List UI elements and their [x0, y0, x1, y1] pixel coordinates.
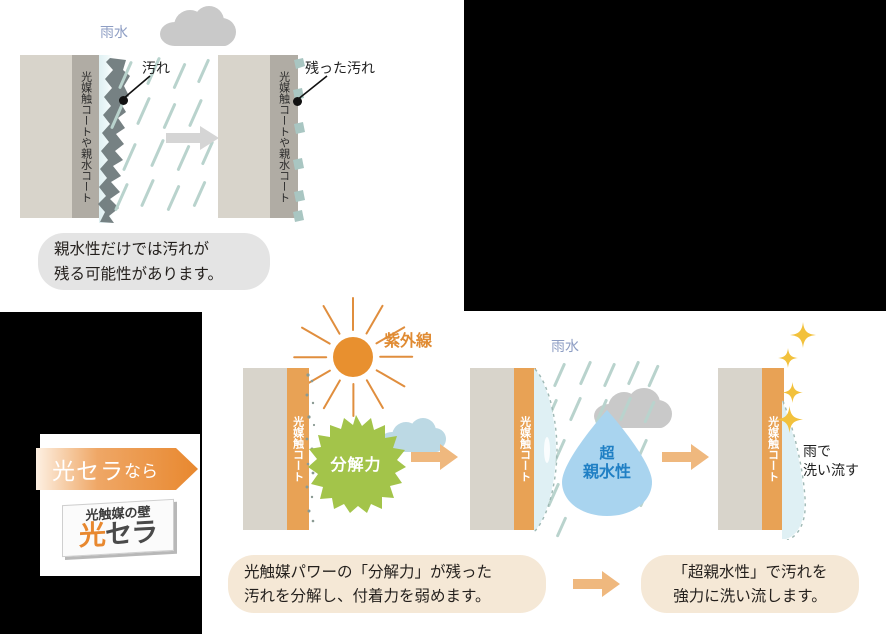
dirt-callout-label: 汚れ [142, 61, 170, 77]
wall-base [218, 55, 270, 218]
wall-coating-layer: 光媒触コート [514, 368, 536, 530]
process-arrow-top [166, 126, 219, 150]
water-film-step2 [534, 368, 558, 532]
wall-left-top: 光媒触コートや親水コート [20, 55, 100, 218]
dirt-callout-leader [122, 75, 151, 100]
process-arrow-2 [662, 444, 709, 470]
wash-away-label: 雨で 洗い流す [803, 443, 859, 481]
starburst-icon [308, 415, 406, 513]
uv-label: 紫外線 [384, 331, 433, 350]
wash-away-line-1: 雨で [803, 444, 831, 460]
caption-arrow [573, 571, 620, 597]
droplet-label-line-1: 超 [599, 444, 615, 463]
remaining-dirt-callout-leader [296, 75, 328, 101]
wall-step2: 光媒触コート [470, 368, 536, 530]
dirt-callout-dot [119, 96, 128, 105]
process-arrow-1 [411, 444, 458, 470]
brand-plate-main-orange: 光 [79, 519, 105, 553]
wall-coating-layer: 光媒触コートや親水コート [270, 55, 298, 218]
wall-coating-label: 光媒触コートや親水コート [79, 70, 93, 203]
brand-plate-main-gray: セラ [105, 516, 157, 551]
banner-main-text: 光セラ [52, 459, 124, 485]
wall-coating-layer: 光媒触コート [762, 368, 784, 530]
rain-label-top: 雨水 [100, 25, 128, 41]
wall-coating-label: 光媒触コート [518, 416, 532, 482]
wall-step3: 光媒触コート [718, 368, 784, 530]
caption-line-1: 親水性だけでは汚れが [54, 240, 210, 259]
caption-line-2: 強力に洗い流します。 [673, 587, 827, 605]
wall-step1: 光媒触コート [243, 368, 309, 530]
wall-base [470, 368, 514, 530]
wall-right-top: 光媒触コートや親水コート [218, 55, 298, 218]
brand-logo-card: 光セラ なら 光触媒の壁 光セラ [40, 434, 200, 576]
caption-line-1: 光触媒パワーの「分解力」が残った [244, 562, 493, 581]
rain-label-bottom: 雨水 [551, 339, 579, 355]
black-mask-top-right [464, 0, 886, 311]
wall-coating-label: 光媒触コート [766, 416, 780, 482]
residual-dirt-right [293, 58, 305, 222]
wall-coating-layer: 光媒触コート [287, 368, 309, 530]
caption-line-2: 残る可能性があります。 [54, 264, 223, 283]
droplet-icon [562, 410, 652, 516]
brand-plate-main-text: 光セラ [67, 516, 169, 553]
decomposition-power-badge: 分解力 [306, 413, 406, 513]
wall-coating-label: 光媒触コートや親水コート [277, 70, 291, 203]
caption-line-1: 「超親水性」で汚れを [672, 562, 828, 581]
caption-line-2: 汚れを分解し、付着力を弱めます。 [244, 587, 491, 605]
wall-coating-layer: 光媒触コートや親水コート [72, 55, 100, 218]
hydrophilic-only-caption: 親水性だけでは汚れが 残る可能性があります。 [38, 233, 270, 290]
remaining-dirt-callout-label: 残った汚れ [305, 61, 375, 77]
remaining-dirt-callout-dot [293, 97, 302, 106]
wall-base [20, 55, 72, 218]
decomposition-caption: 光触媒パワーの「分解力」が残った 汚れを分解し、付着力を弱めます。 [228, 555, 546, 613]
droplet-label-line-2: 親水性 [582, 462, 631, 482]
wall-base [718, 368, 762, 530]
banner-suffix-text: なら [124, 461, 158, 482]
sparkle-icon [782, 382, 803, 403]
sparkle-icon [778, 348, 798, 368]
kousera-banner: 光セラ なら [36, 448, 198, 490]
wall-base [243, 368, 287, 530]
sparkle-icon [790, 322, 816, 348]
wash-away-line-2: 洗い流す [803, 462, 859, 479]
hydrophilic-caption: 「超親水性」で汚れを 強力に洗い流します。 [641, 555, 859, 613]
droplet-label: 超 親水性 [558, 408, 656, 518]
super-hydrophilic-droplet: 超 親水性 [558, 408, 656, 518]
rain-cloud-top [160, 6, 236, 46]
brand-plate: 光触媒の壁 光セラ [62, 498, 174, 558]
sparkle-icon [776, 406, 803, 433]
sun-icon [333, 337, 373, 377]
dirt-specks-step1 [305, 373, 316, 523]
badge-label: 分解力 [330, 455, 382, 474]
wall-coating-label: 光媒触コート [291, 416, 305, 482]
